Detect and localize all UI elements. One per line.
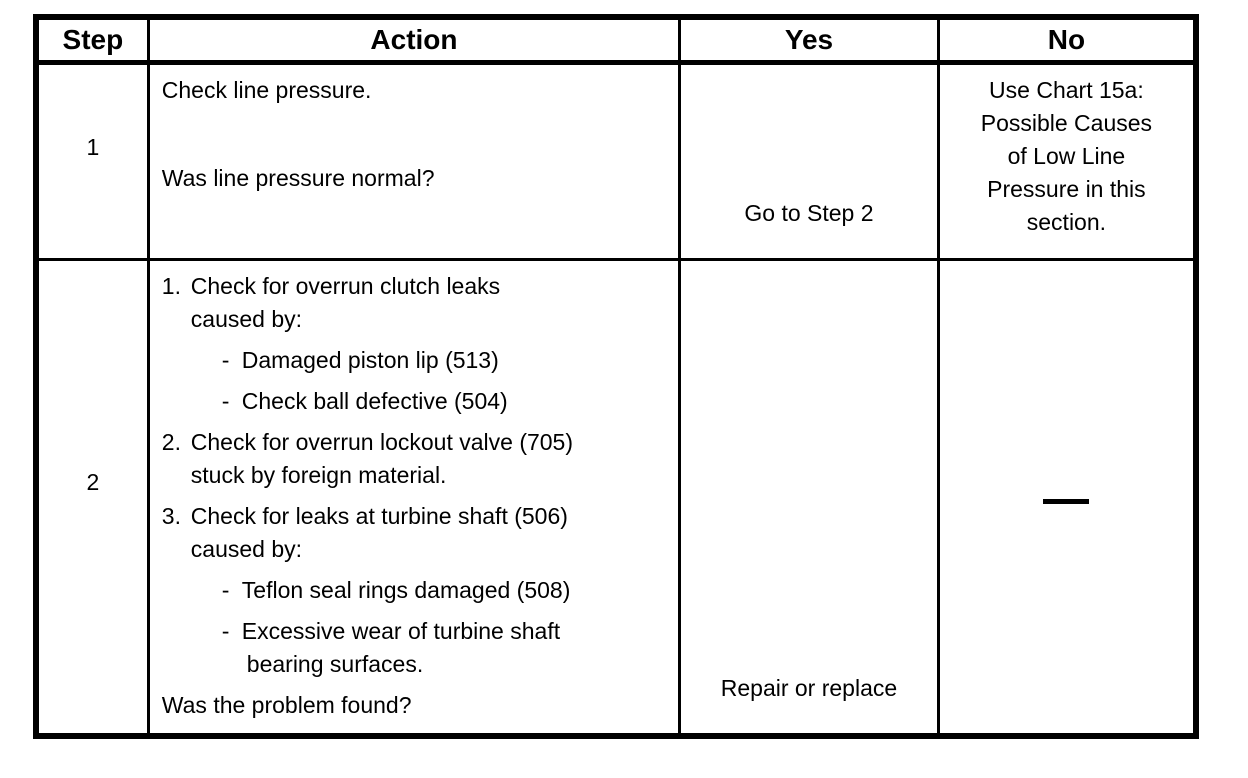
diagnostic-table: Step Action Yes No 1 Check line pressure…: [33, 14, 1199, 739]
action-item-text: bearing surfaces.: [246, 650, 424, 677]
no-answer-line: Use Chart 15a:: [989, 76, 1144, 103]
action-item-text: Check ball defective (504): [241, 387, 508, 414]
action-item-text: Damaged piston lip (513): [241, 346, 499, 373]
header-row: Step Action Yes No: [34, 15, 1198, 65]
list-marker: -: [221, 576, 230, 603]
action-question: Was line pressure normal?: [161, 164, 435, 191]
action-item: 3. Check for leaks at turbine shaft (506)…: [162, 500, 670, 566]
action-item-text: Check for leaks at turbine shaft (506): [190, 502, 568, 529]
yes-cell: Go to Step 2: [678, 60, 940, 261]
no-answer-line: of Low Line: [1007, 142, 1126, 169]
action-item: 2.Check for overrun lockout valve (705) …: [162, 426, 670, 492]
column-header-action: Action: [146, 15, 682, 65]
action-instruction: Check line pressure.: [161, 76, 372, 103]
action-cell: 1. Check for overrun clutch leaks caused …: [146, 257, 682, 738]
table-row-step-1: 1 Check line pressure. Was line pressure…: [34, 60, 1198, 261]
action-cell: Check line pressure. Was line pressure n…: [146, 60, 682, 261]
action-sub-item: -Excessive wear of turbine shaft bearing…: [162, 615, 670, 681]
column-header-step: Step: [34, 15, 150, 65]
action-item-text: stuck by foreign material.: [190, 461, 447, 488]
action-sub-item: -Check ball defective (504): [162, 385, 670, 418]
action-item-text: Check for overrun lockout valve (705): [190, 428, 574, 455]
column-header-no: No: [936, 15, 1198, 65]
em-dash-icon: [1043, 499, 1090, 505]
action-sub-item: -Teflon seal rings damaged (508): [162, 574, 670, 607]
list-marker: -: [221, 346, 230, 373]
column-header-yes: Yes: [678, 15, 940, 65]
action-question: Was the problem found?: [161, 691, 412, 718]
list-marker: 2.: [161, 428, 181, 455]
action-item-text: Teflon seal rings damaged (508): [241, 576, 571, 603]
action-item: 1. Check for overrun clutch leaks caused …: [162, 270, 670, 336]
no-answer-line: Pressure in this: [987, 175, 1146, 202]
action-item-text: caused by:: [190, 305, 303, 332]
no-answer-line: Possible Causes: [980, 109, 1153, 136]
table-row-step-2: 2 1. Check for overrun clutch leaks cause…: [34, 257, 1198, 738]
list-marker: -: [221, 387, 230, 414]
action-item-text: caused by:: [190, 535, 303, 562]
list-marker: 3.: [161, 502, 181, 529]
step-number: 2: [34, 257, 150, 738]
step-number: 1: [34, 60, 150, 261]
yes-answer: Repair or replace: [720, 675, 898, 701]
action-sub-item: -Damaged piston lip (513): [162, 344, 670, 377]
no-answer-line: section.: [1026, 208, 1107, 235]
yes-answer: Go to Step 2: [744, 199, 874, 226]
no-cell: [936, 257, 1198, 738]
yes-cell: Repair or replace: [678, 257, 940, 738]
no-cell: Use Chart 15a: Possible Causes of Low Li…: [936, 60, 1198, 261]
action-item-text: Excessive wear of turbine shaft: [241, 617, 561, 644]
list-marker: -: [221, 617, 230, 644]
list-marker: 1.: [161, 272, 181, 299]
action-item-text: Check for overrun clutch leaks: [190, 272, 501, 299]
